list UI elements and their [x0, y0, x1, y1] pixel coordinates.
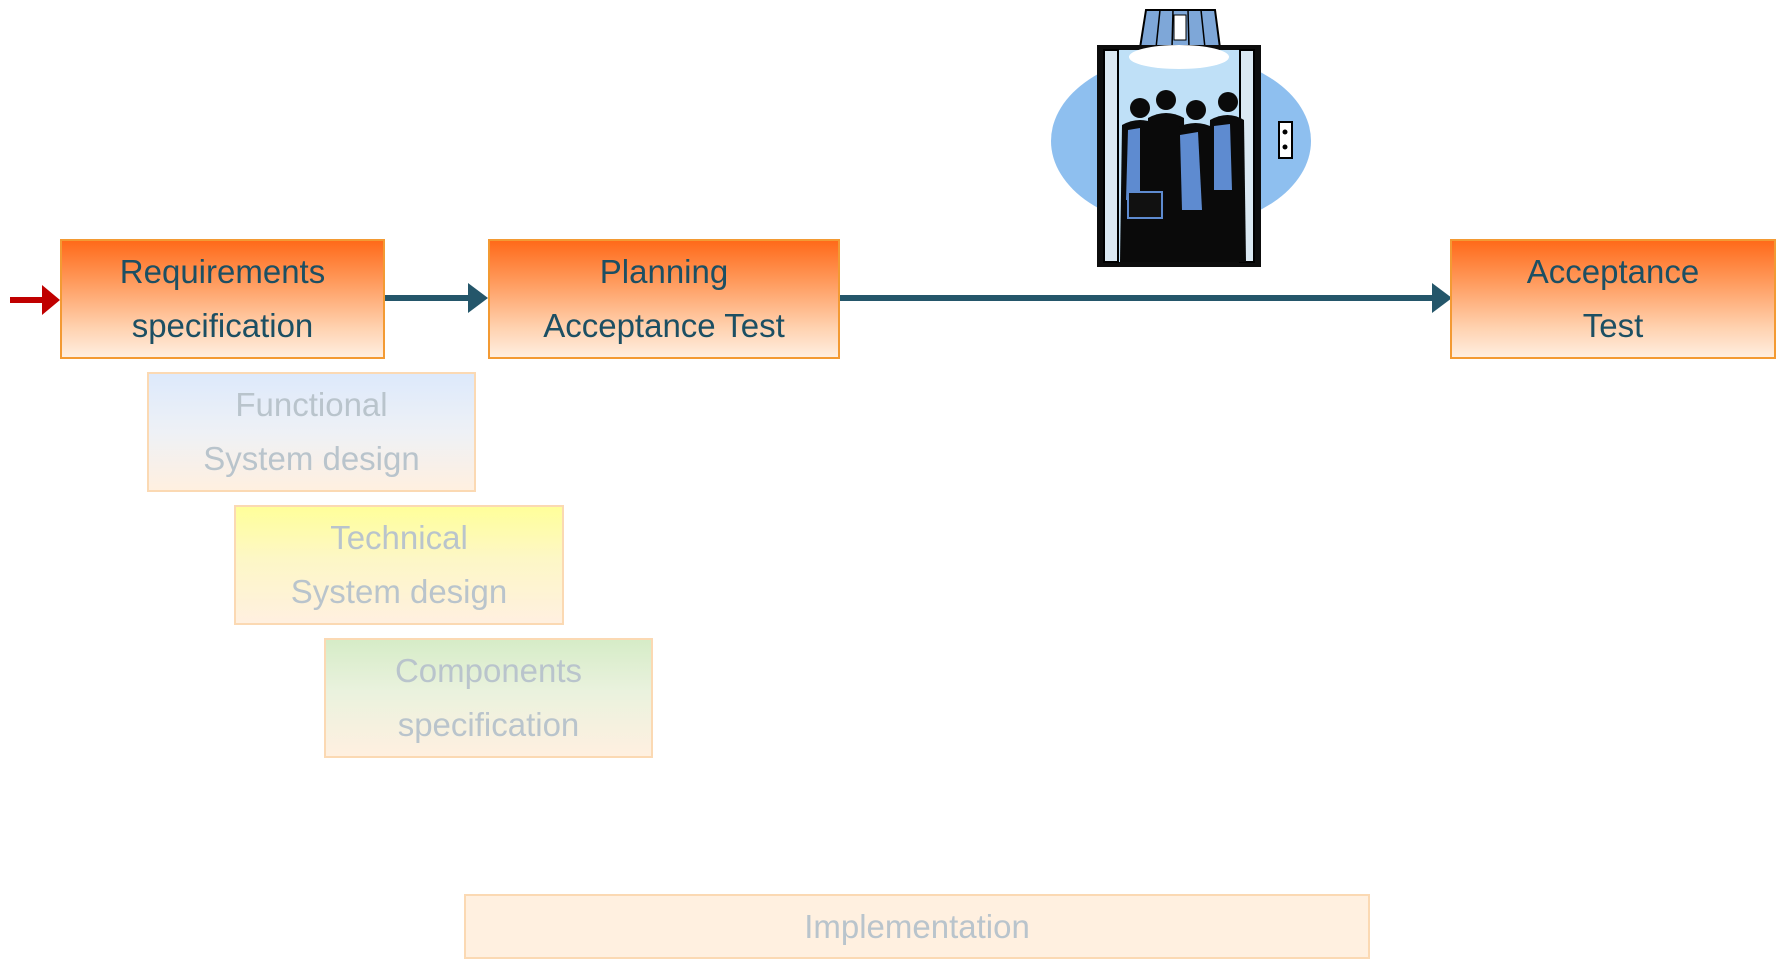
planning-line1: Planning	[599, 253, 729, 290]
acceptance-line1: Acceptance	[1526, 253, 1700, 290]
requirements-line2: specification	[131, 307, 314, 344]
functional-line1: Functional	[235, 386, 388, 423]
components-line2: specification	[397, 706, 580, 743]
components-line1: Components	[394, 652, 583, 689]
components-specification-box: Components specification	[324, 638, 653, 758]
requirements-line1: Requirements	[119, 253, 326, 290]
requirements-specification-box: Requirements specification	[60, 239, 385, 359]
planning-line2: Acceptance Test	[543, 307, 785, 344]
acceptance-test-box: Acceptance Test	[1450, 239, 1776, 359]
elevator-with-people-icon	[1051, 9, 1311, 267]
implementation-label: Implementation	[804, 907, 1030, 945]
planning-acceptance-test-box: Planning Acceptance Test	[488, 239, 840, 359]
implementation-box: Implementation	[464, 894, 1370, 959]
acceptance-line2: Test	[1582, 307, 1644, 344]
technical-system-design-box: Technical System design	[234, 505, 564, 625]
technical-line1: Technical	[330, 519, 468, 556]
arrow-planning-to-acceptance	[840, 283, 1452, 313]
arrow-requirements-to-planning	[385, 283, 488, 313]
entry-arrow	[10, 285, 60, 315]
functional-line2: System design	[203, 440, 420, 477]
functional-system-design-box: Functional System design	[147, 372, 476, 492]
technical-line2: System design	[290, 573, 508, 610]
